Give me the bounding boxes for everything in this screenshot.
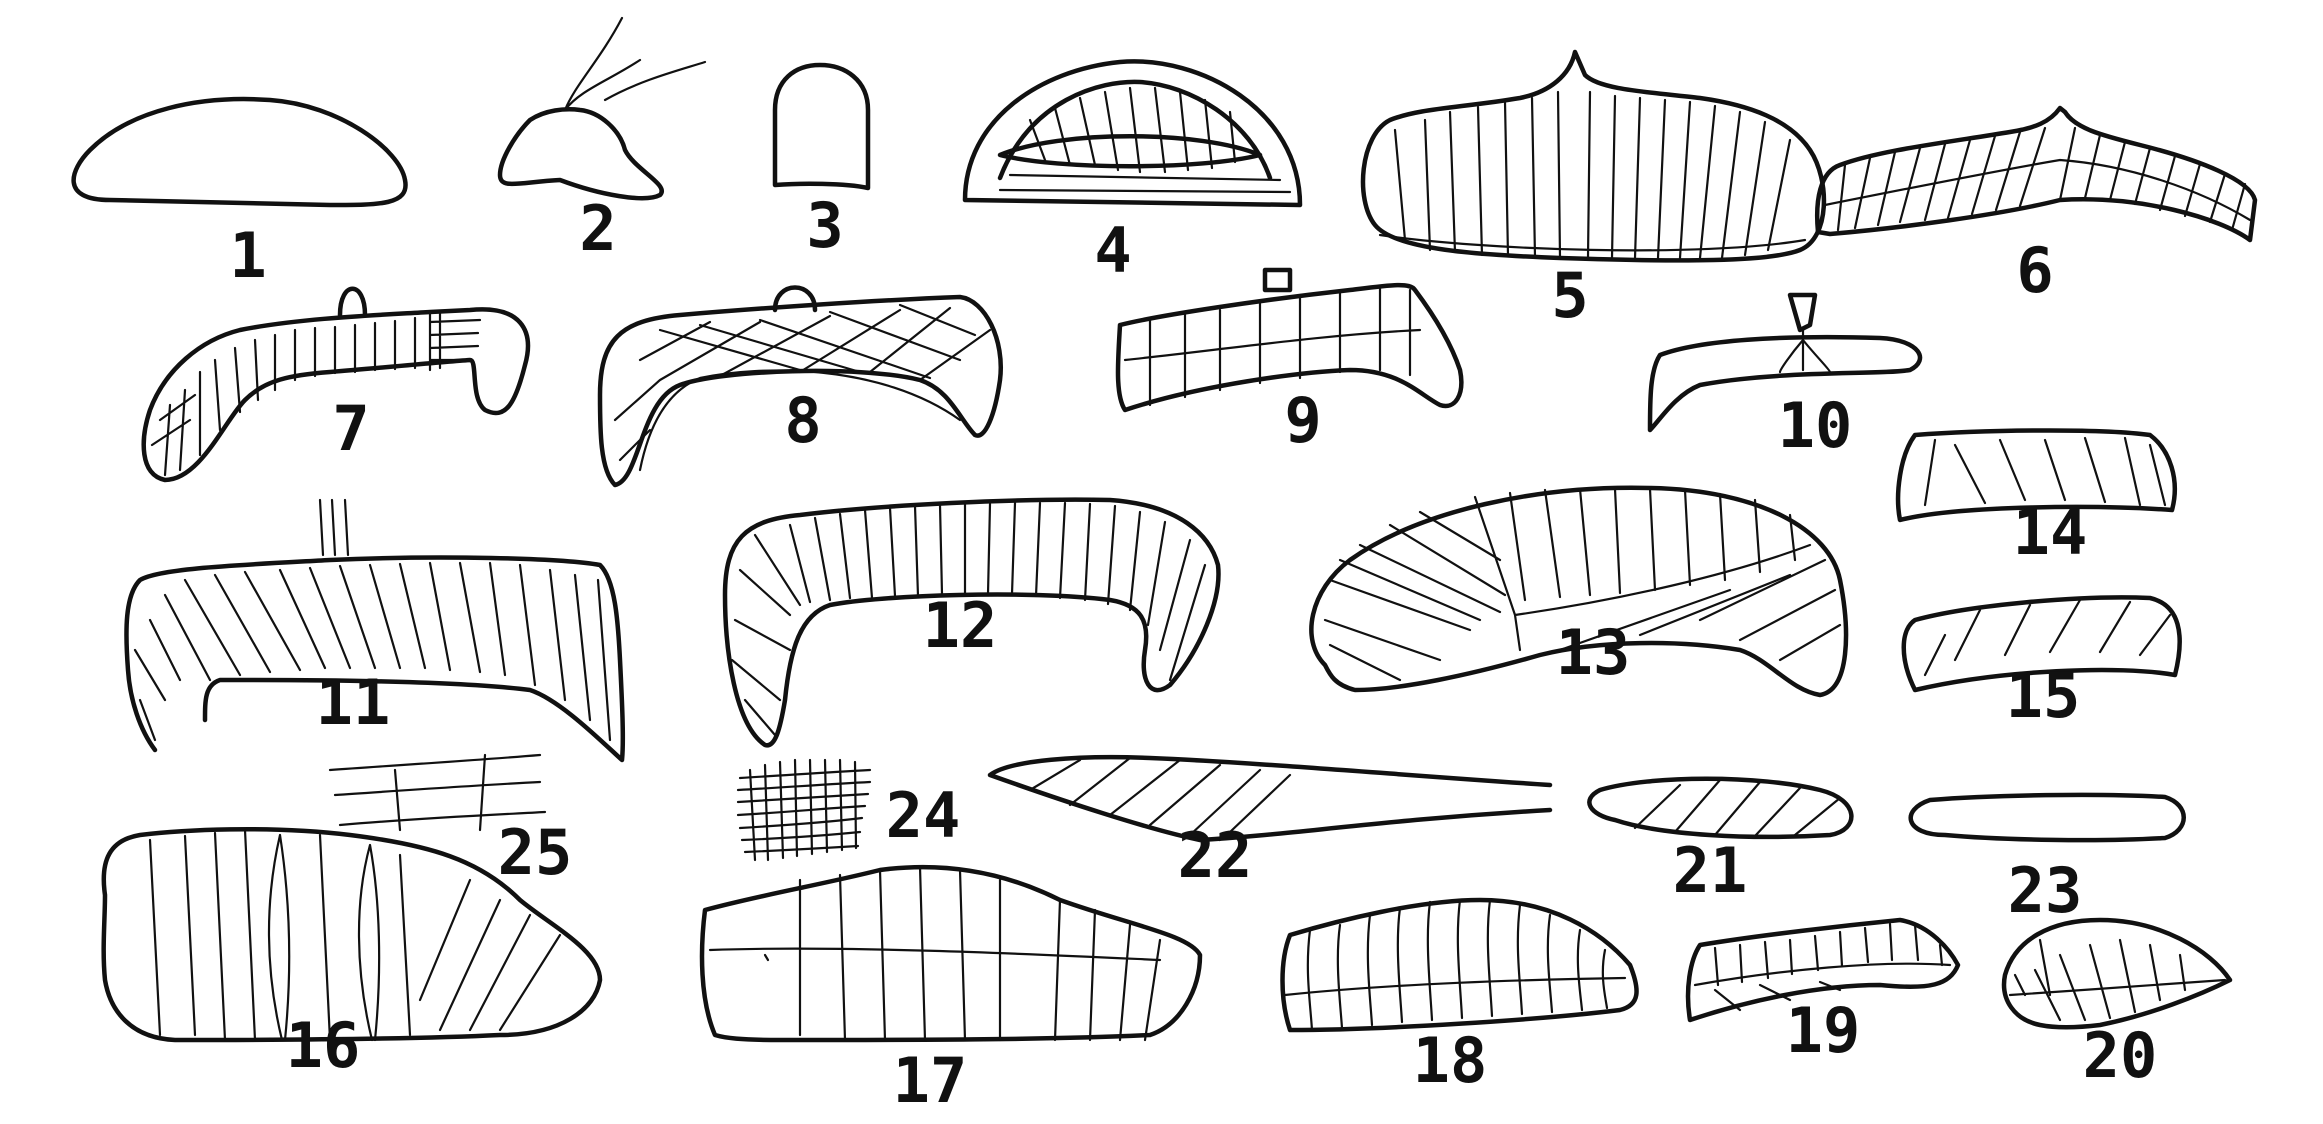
figure-number: 24 <box>886 779 961 852</box>
figure-number: 17 <box>893 1044 968 1117</box>
figure-number: 14 <box>2013 496 2088 569</box>
fig-3: 3 <box>772 62 871 262</box>
fig-16: 16 <box>101 826 603 1082</box>
figure-number: 19 <box>1786 994 1861 1067</box>
fig-5: 5 <box>1360 49 1827 332</box>
figure-number: 7 <box>332 392 369 465</box>
fig-12: 12 <box>722 497 1221 748</box>
fig-22: 22 <box>987 754 1553 892</box>
figure-number: 23 <box>2008 854 2083 927</box>
figure-number: 21 <box>1673 834 1748 907</box>
figure-number: 18 <box>1413 1024 1488 1097</box>
fig-21: 21 <box>1587 776 1854 907</box>
figure-number: 4 <box>1094 214 1131 287</box>
fig-7: 7 <box>141 286 531 483</box>
figure-number: 16 <box>286 1009 361 1082</box>
fig-14: 14 <box>1895 428 2177 569</box>
figure-number: 2 <box>579 192 616 265</box>
figure-number: 9 <box>1284 384 1321 457</box>
fig-24: 24 <box>736 758 961 862</box>
fig-8: 8 <box>597 285 1004 488</box>
fig-1: 1 <box>71 96 408 292</box>
fig-19: 19 <box>1685 917 1961 1067</box>
figure-number: 13 <box>1556 616 1631 689</box>
figure-number: 11 <box>316 666 391 739</box>
fig-25: 25 <box>328 753 573 889</box>
figure-number: 6 <box>2016 234 2053 307</box>
fig-2: 2 <box>497 16 707 265</box>
figure-number: 20 <box>2083 1019 2158 1092</box>
figure-number: 3 <box>806 189 843 262</box>
figure-number: 12 <box>923 589 998 662</box>
fig-4: 4 <box>962 59 1303 287</box>
fig-11: 11 <box>124 498 626 763</box>
fig-6: 6 <box>1814 105 2258 307</box>
fig-20: 20 <box>2001 917 2233 1092</box>
fig-23: 23 <box>1908 792 2186 927</box>
fig-13: 13 <box>1309 485 1849 698</box>
fig-17: 17 <box>699 864 1203 1117</box>
figure-number: 5 <box>1551 259 1588 332</box>
figure-number: 1 <box>229 219 266 292</box>
figure-number: 25 <box>498 816 573 889</box>
figure-number: 15 <box>2006 659 2081 732</box>
fig-15: 15 <box>1901 595 2182 732</box>
fig-9: 9 <box>1115 267 1464 457</box>
fig-10: 10 <box>1647 292 1923 462</box>
figure-number: 10 <box>1778 389 1853 462</box>
fig-18: 18 <box>1280 897 1639 1097</box>
figure-number: 22 <box>1178 819 1253 892</box>
figure-number: 8 <box>784 384 821 457</box>
